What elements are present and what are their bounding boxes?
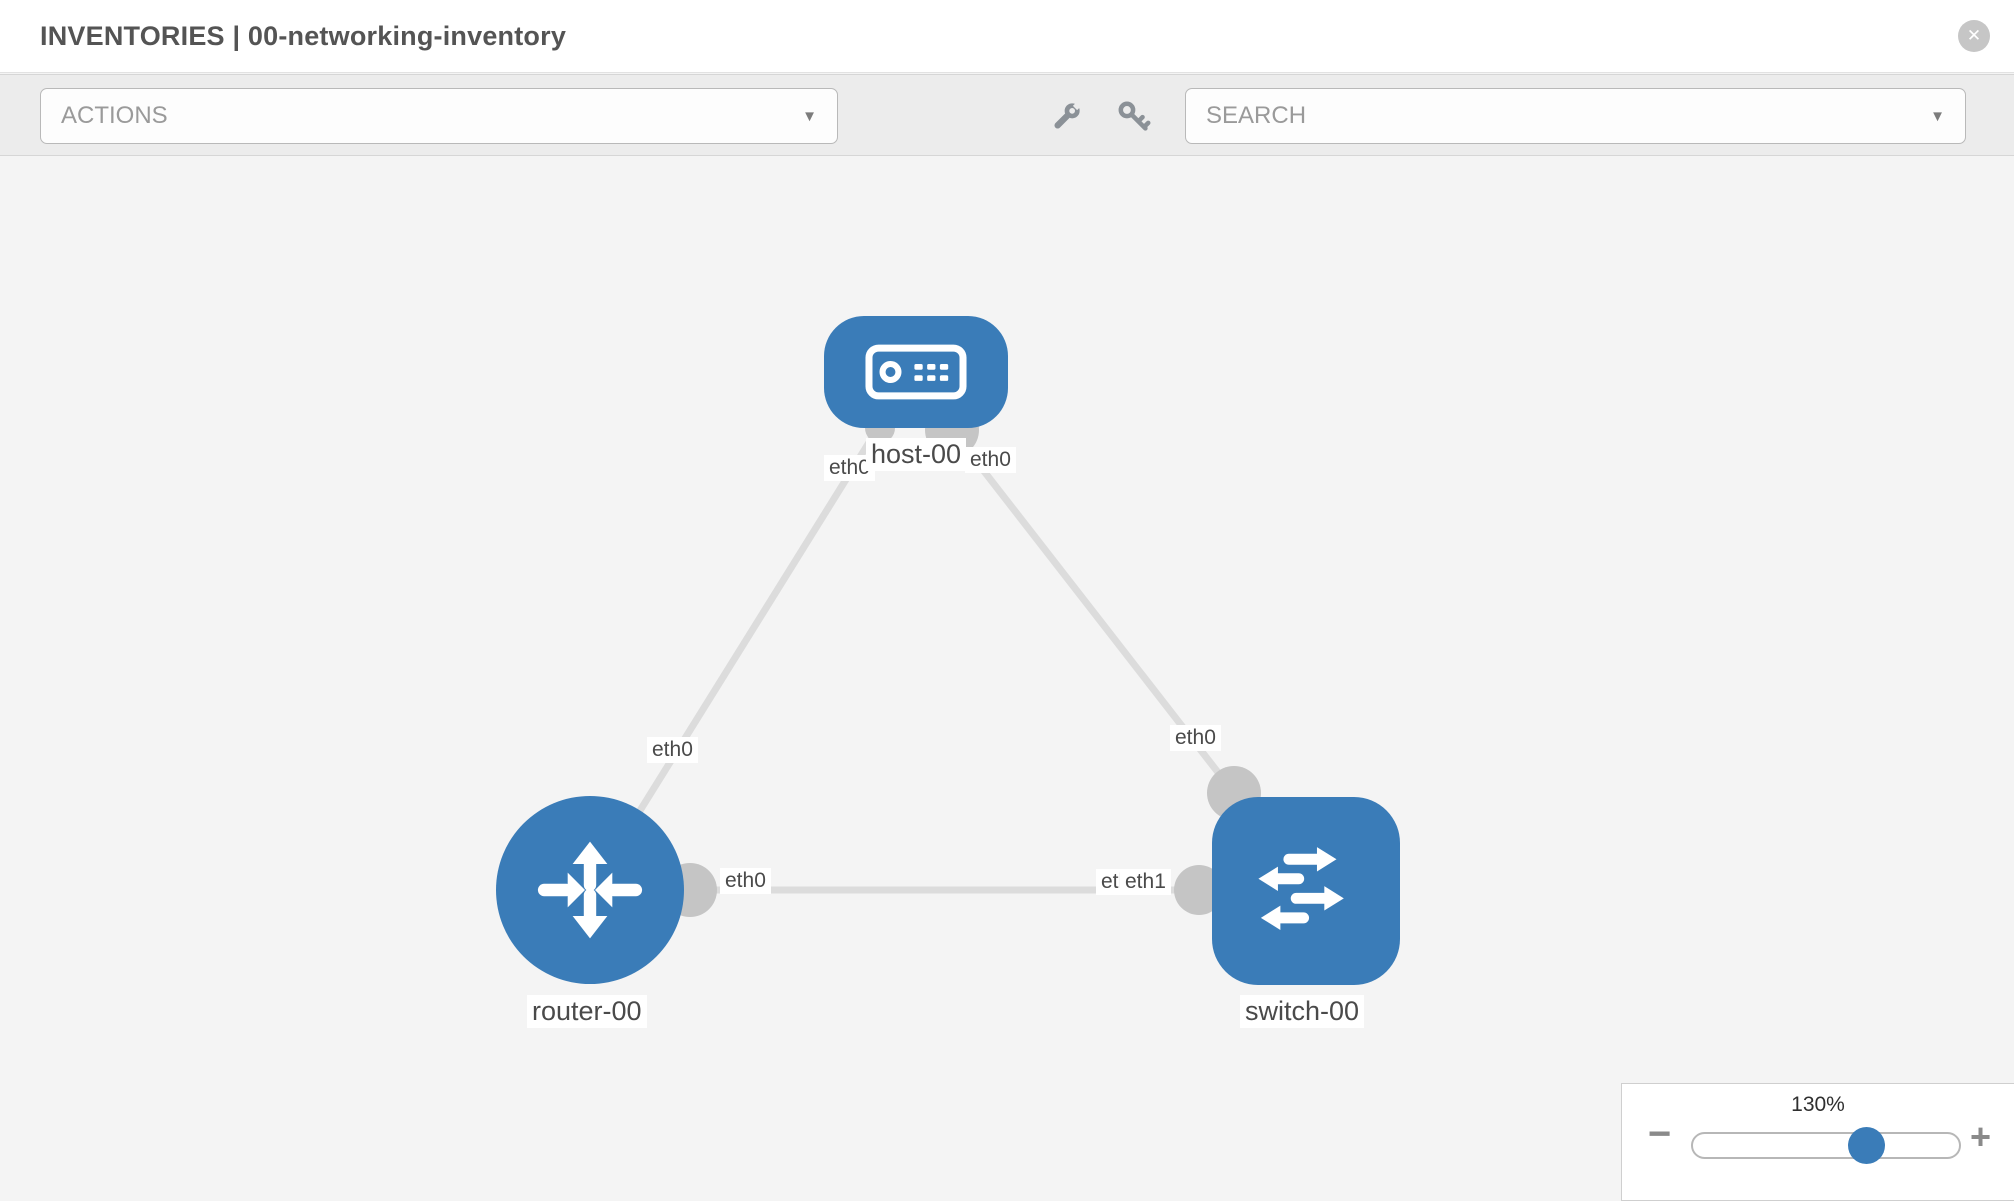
- node-router-00[interactable]: [496, 796, 684, 984]
- zoom-level-text: 130%: [1791, 1093, 1845, 1116]
- node-label-router-00: router-00: [527, 995, 647, 1028]
- node-host-00[interactable]: [824, 316, 1008, 428]
- router-icon: [537, 841, 643, 939]
- interface-label-host-eth0-right: eth0: [965, 447, 1016, 473]
- interface-label-router-eth0-top: eth0: [647, 737, 698, 763]
- interface-label-switch-eth0-top: eth0: [1170, 725, 1221, 751]
- interface-dot-switch-left: [1174, 865, 1224, 915]
- links-layer: [587, 403, 1261, 917]
- chevron-down-icon: ▼: [802, 107, 817, 125]
- close-button[interactable]: ✕: [1958, 20, 1990, 52]
- switch-icon: [1258, 847, 1344, 931]
- zoom-panel: 130% − +: [1621, 1083, 2014, 1201]
- chevron-down-icon: ▼: [1930, 107, 1945, 125]
- actions-dropdown-label: ACTIONS: [61, 102, 168, 129]
- wrench-icon[interactable]: [1048, 99, 1084, 135]
- search-dropdown-label: SEARCH: [1206, 102, 1307, 129]
- header: INVENTORIES | 00-networking-inventory ✕: [0, 0, 2014, 73]
- interface-label-router-eth0-right: eth0: [720, 868, 771, 894]
- toolbar: ACTIONS ▼ SEARCH ▼: [0, 74, 2014, 156]
- node-label-switch-00: switch-00: [1240, 995, 1365, 1028]
- zoom-in-button[interactable]: +: [1970, 1116, 1992, 1157]
- page-title: INVENTORIES | 00-networking-inventory: [40, 21, 567, 51]
- key-icon[interactable]: [1116, 99, 1152, 135]
- zoom-out-button[interactable]: −: [1648, 1112, 1672, 1156]
- actions-dropdown[interactable]: ACTIONS ▼: [40, 88, 838, 144]
- node-switch-00[interactable]: [1212, 797, 1400, 985]
- host-icon: [865, 344, 967, 400]
- zoom-slider-handle[interactable]: [1848, 1127, 1885, 1164]
- topology-canvas[interactable]: host-00 router-00 switch-00 eth0 eth0 et…: [0, 156, 2014, 1200]
- close-icon: ✕: [1966, 26, 1982, 45]
- search-dropdown[interactable]: SEARCH ▼: [1185, 88, 1966, 144]
- interface-label-switch-eth1: eth1: [1120, 869, 1171, 895]
- zoom-slider-track[interactable]: [1691, 1127, 1961, 1164]
- node-label-host-00: host-00: [866, 438, 967, 471]
